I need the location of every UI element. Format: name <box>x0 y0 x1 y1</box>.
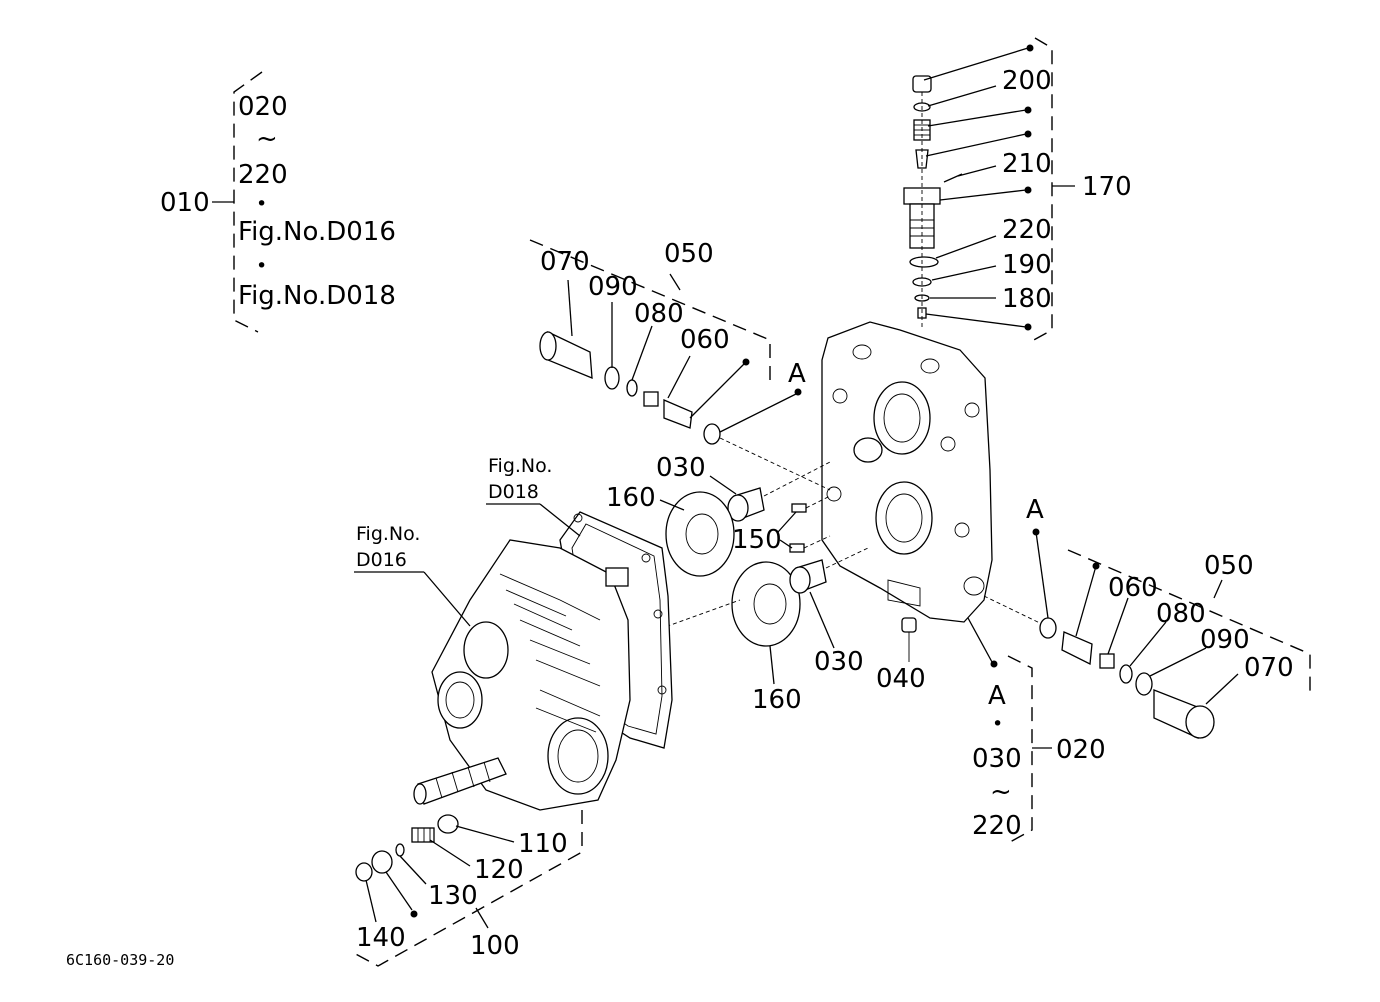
label-010: 010 <box>160 188 210 218</box>
group-100: 100 110 120 130 140 <box>351 810 583 967</box>
label-190: 190 <box>1002 250 1052 280</box>
spring-060-part <box>1099 653 1115 669</box>
label-070-right: 070 <box>1244 653 1294 683</box>
poppet-part <box>663 399 693 429</box>
spring-120-part <box>411 827 435 843</box>
label-130: 130 <box>428 881 478 911</box>
label-220: 220 <box>1002 215 1052 245</box>
label-140: 140 <box>356 923 406 953</box>
label-fig-no-d016-line1: Fig.No. <box>356 523 420 545</box>
label-150: 150 <box>732 525 782 555</box>
label-050-left: 050 <box>664 239 714 269</box>
right-valve-050: 050 A 060 080 090 070 <box>983 495 1311 739</box>
label-080-right: 080 <box>1156 599 1206 629</box>
label-020: 020 <box>238 92 288 122</box>
group-010: 010 020 ~ 220 • Fig.No.D016 • Fig.No.D01… <box>160 71 396 333</box>
label-060-right: 060 <box>1108 573 1158 603</box>
snap-ring-140-part <box>355 862 373 882</box>
label-dot: • <box>256 193 267 215</box>
label-a-bottom: A <box>988 681 1006 711</box>
label-210: 210 <box>1002 149 1052 179</box>
center-parts: 030 160 150 160 030 040 <box>606 453 926 715</box>
plug-040-part <box>901 617 917 633</box>
label-120: 120 <box>474 855 524 885</box>
washer-090-part <box>1135 672 1153 696</box>
label-170: 170 <box>1082 172 1132 202</box>
label-220: 220 <box>972 811 1022 841</box>
spring-060-part <box>643 391 659 407</box>
label-060-left: 060 <box>680 325 730 355</box>
label-fig-no-d016-line2: D016 <box>356 549 407 571</box>
pin-150-part <box>791 503 807 513</box>
label-160-upper: 160 <box>606 483 656 513</box>
o-ring-part <box>909 256 939 268</box>
poppet-part <box>1061 631 1093 666</box>
label-030-upper: 030 <box>656 453 706 483</box>
label-a-right: A <box>1026 495 1044 525</box>
label-fig-d018: Fig.No.D018 <box>238 281 396 311</box>
label-fig-d016: Fig.No.D016 <box>238 217 396 247</box>
pin-150-part <box>789 543 805 553</box>
left-valve-050: 050 070 090 080 060 A <box>529 239 831 491</box>
label-090-right: 090 <box>1200 625 1250 655</box>
label-090-left: 090 <box>588 272 638 302</box>
main-housing: Fig.No. D016 <box>354 523 631 811</box>
label-050-right: 050 <box>1204 551 1254 581</box>
label-030: 030 <box>972 744 1022 774</box>
label-070-left: 070 <box>540 247 590 277</box>
label-220: 220 <box>238 160 288 190</box>
seat-part <box>1039 617 1057 639</box>
plug-110-part <box>437 814 459 834</box>
label-200: 200 <box>1002 66 1052 96</box>
label-fig-no-d018-line2: D018 <box>488 481 539 503</box>
label-tilde: ~ <box>990 777 1012 807</box>
cover-plate <box>821 321 993 662</box>
oring-080-part <box>626 379 638 397</box>
label-a-left: A <box>788 359 806 389</box>
label-dot: • <box>992 713 1003 735</box>
label-160-lower: 160 <box>752 685 802 715</box>
label-180: 180 <box>1002 284 1052 314</box>
label-020: 020 <box>1056 735 1106 765</box>
drawing-code: 6C160-039-20 <box>66 951 174 969</box>
group-020: 020 A • 030 ~ 220 <box>967 617 1106 843</box>
label-110: 110 <box>518 829 568 859</box>
ball-130-part <box>395 843 405 857</box>
label-030-lower: 030 <box>814 647 864 677</box>
washer-090-part <box>604 366 620 390</box>
label-100: 100 <box>470 931 520 961</box>
oring-080-part <box>1119 664 1133 684</box>
bracket-010 <box>233 71 263 333</box>
label-dot: • <box>256 255 267 277</box>
label-040: 040 <box>876 664 926 694</box>
label-080-left: 080 <box>634 299 684 329</box>
label-tilde: ~ <box>256 124 278 154</box>
label-fig-no-d018-line1: Fig.No. <box>488 455 552 477</box>
seat-part <box>703 423 721 445</box>
shaft-stub-part <box>605 567 629 587</box>
group-170: 170 200 210 220 190 180 <box>903 37 1132 343</box>
